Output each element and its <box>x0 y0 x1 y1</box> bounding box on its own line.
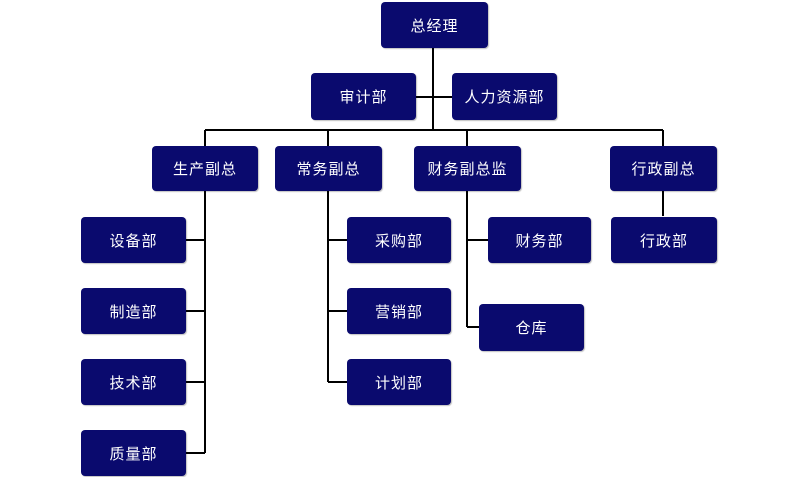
node-warehouse: 仓库 <box>479 304 584 351</box>
node-vp-operations: 常务副总 <box>275 146 382 191</box>
node-purchasing: 采购部 <box>347 217 451 263</box>
node-vp-admin: 行政副总 <box>610 146 717 191</box>
node-finance: 财务部 <box>488 217 591 263</box>
node-manufacturing: 制造部 <box>81 288 186 334</box>
node-cfo: 财务副总监 <box>414 146 521 191</box>
node-planning: 计划部 <box>347 359 451 405</box>
node-marketing: 营销部 <box>347 288 451 334</box>
node-technology: 技术部 <box>81 359 186 405</box>
node-equipment: 设备部 <box>81 217 186 263</box>
node-quality: 质量部 <box>81 430 186 476</box>
node-audit: 审计部 <box>311 73 416 120</box>
node-general-manager: 总经理 <box>381 2 488 48</box>
node-hr: 人力资源部 <box>452 73 557 120</box>
node-administration: 行政部 <box>611 217 717 263</box>
node-vp-production: 生产副总 <box>152 146 258 191</box>
